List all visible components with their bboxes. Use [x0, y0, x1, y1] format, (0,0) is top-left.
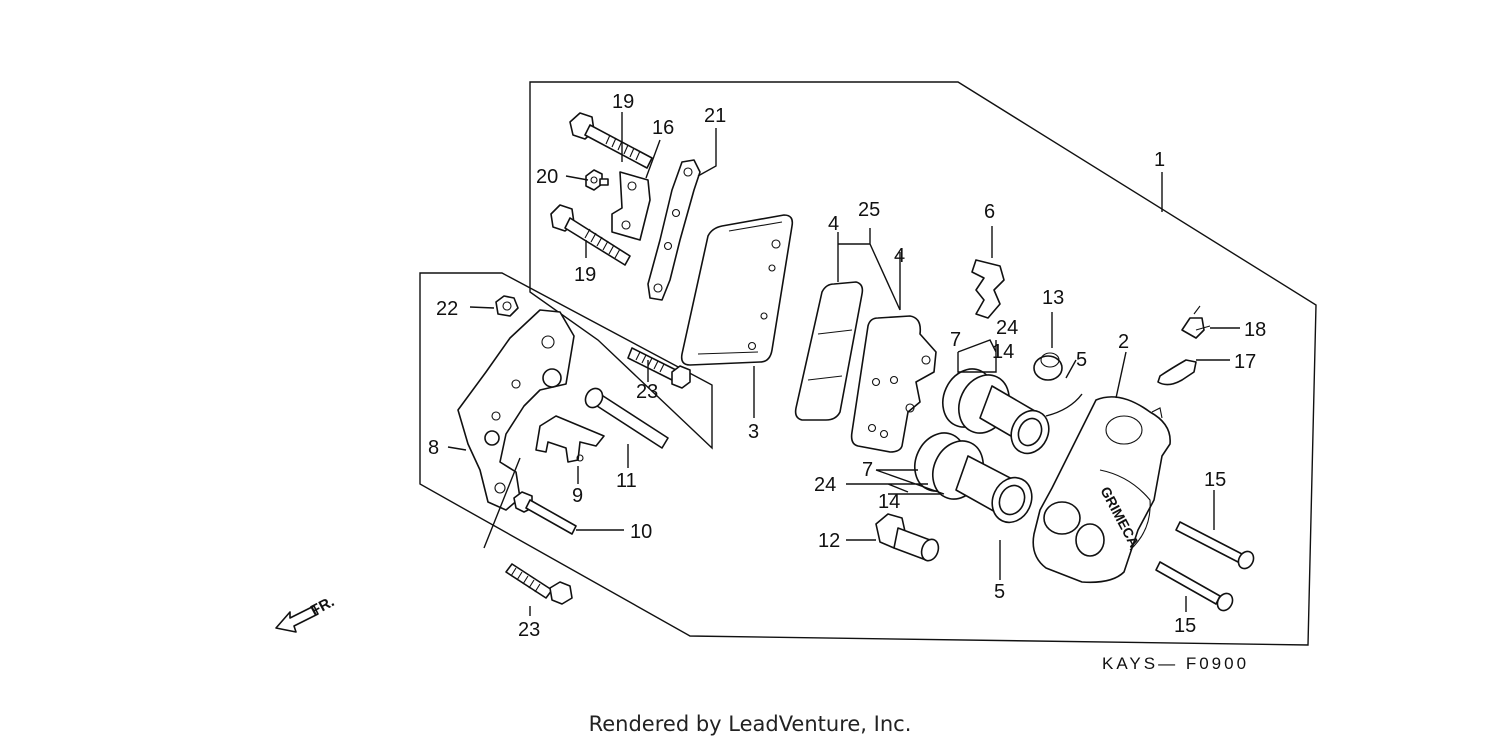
- callout-15-lower: 15: [1174, 615, 1196, 637]
- nut-20: [585, 169, 609, 191]
- callout-9: 9: [572, 485, 583, 507]
- callout-19-upper: 19: [612, 91, 634, 113]
- bleeder-cap-17: [1157, 359, 1197, 386]
- callout-14-upper: 14: [992, 341, 1014, 363]
- callout-4-inner: 4: [894, 245, 905, 267]
- leader-lines: [447, 112, 1240, 616]
- callout-11: 11: [616, 470, 637, 492]
- callout-6: 6: [984, 201, 995, 223]
- callout-7-lower: 7: [862, 459, 873, 481]
- brake-pad-inner: [850, 315, 937, 453]
- piston-set-lower: [914, 432, 1033, 524]
- callout-12: 12: [818, 530, 840, 552]
- plate-3: [680, 214, 794, 366]
- nut-22: [495, 295, 519, 317]
- callout-8: 8: [428, 437, 439, 459]
- callout-labels: 19 16 21 20 19 1 4 25 4 6 13 18 17 7 24 …: [428, 91, 1266, 641]
- callout-23-lower: 23: [518, 619, 540, 641]
- rendered-by-footer: Rendered by LeadVenture, Inc.: [588, 712, 912, 736]
- callout-5-lower: 5: [994, 581, 1005, 603]
- callout-3: 3: [748, 421, 759, 443]
- callout-20: 20: [536, 166, 558, 188]
- callout-24-upper: 24: [996, 317, 1018, 339]
- callout-4-outer: 4: [828, 213, 839, 235]
- pin-10: [513, 491, 577, 535]
- callout-18: 18: [1244, 319, 1266, 341]
- callout-16: 16: [652, 117, 674, 139]
- pad-spring-6: [971, 259, 1005, 319]
- callout-25: 25: [858, 199, 880, 221]
- callout-22: 22: [436, 298, 458, 320]
- bolt-23-lower: [505, 563, 573, 605]
- diagram-code: KAYS— F0900: [1102, 654, 1249, 673]
- callout-1: 1: [1154, 149, 1165, 171]
- bracket-16: [611, 171, 651, 241]
- callout-23-upper: 23: [636, 381, 658, 403]
- callout-19-lower: 19: [574, 264, 596, 286]
- pin-11: [584, 387, 669, 449]
- callout-10: 10: [630, 521, 652, 543]
- brake-pad-outer: [794, 281, 864, 421]
- bolt-12: [875, 513, 940, 562]
- callout-15-upper: 15: [1204, 469, 1226, 491]
- bolt-19-upper: [569, 112, 653, 169]
- pin-15-upper: [1175, 521, 1255, 570]
- pin-15-lower: [1155, 561, 1234, 612]
- front-direction-indicator: FR.: [275, 593, 337, 633]
- bleeder-18: [1181, 305, 1211, 339]
- callout-17: 17: [1234, 351, 1256, 373]
- callout-21: 21: [704, 105, 726, 127]
- piston-set-upper: [942, 368, 1050, 455]
- callout-13: 13: [1042, 287, 1064, 309]
- bracket-8: [457, 309, 575, 511]
- cap-13: [1033, 352, 1063, 381]
- callout-7-upper: 7: [950, 329, 961, 351]
- caliper-body-2: GRIMECA: [1032, 396, 1171, 584]
- shim-plate-21: [647, 159, 701, 301]
- clip-9: [535, 415, 605, 463]
- callout-14-lower: 14: [878, 491, 900, 513]
- bolt-23-upper: [627, 347, 691, 389]
- callout-2: 2: [1118, 331, 1129, 353]
- callout-24-lower: 24: [814, 474, 836, 496]
- callout-5-upper: 5: [1076, 349, 1087, 371]
- bolt-19-lower: [550, 204, 631, 266]
- assembly-boundary: [419, 81, 1317, 646]
